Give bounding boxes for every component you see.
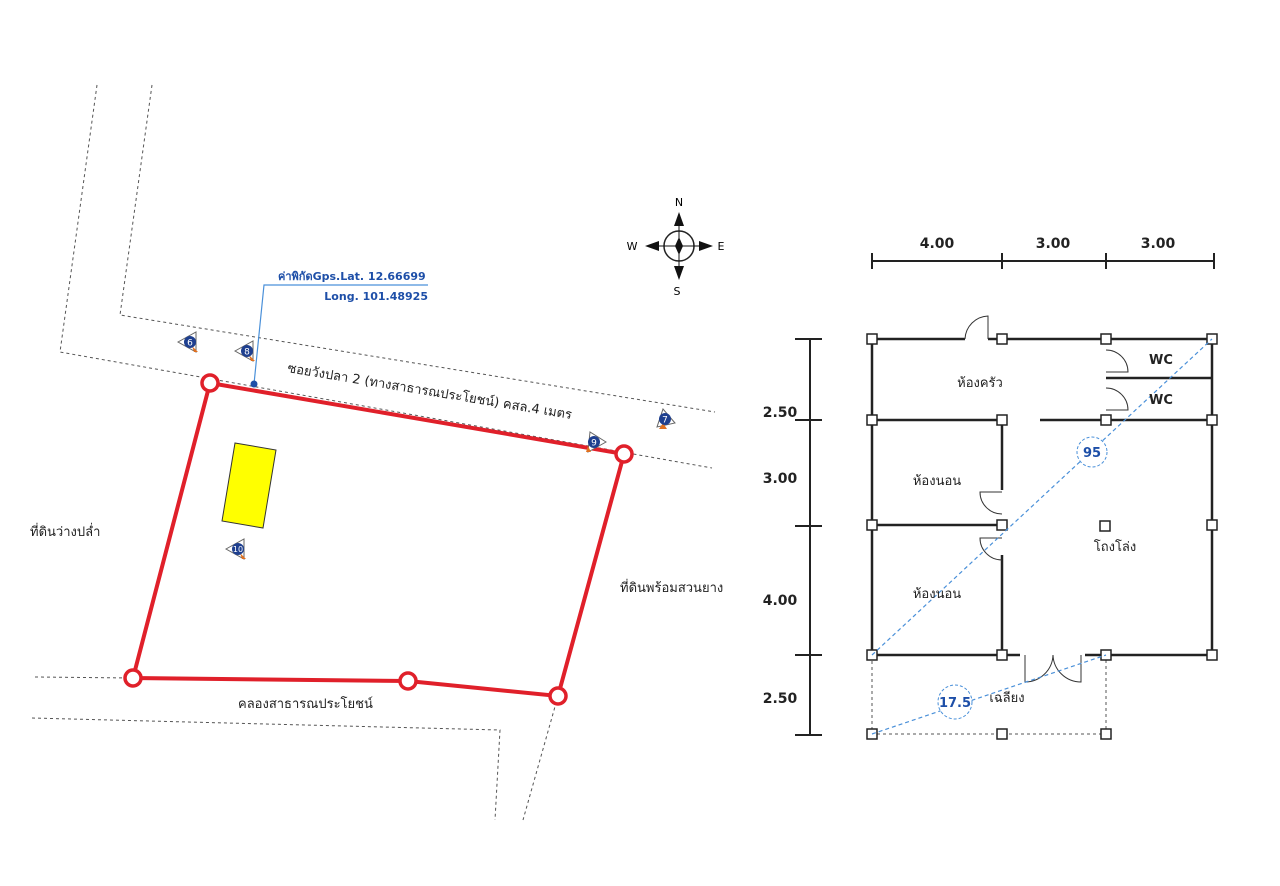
compass-e: E xyxy=(718,240,725,253)
dim-label: 3.00 xyxy=(1036,236,1071,252)
dim-label: 4.00 xyxy=(920,236,955,252)
gps-lat: ค่าพิกัดGps.Lat. 12.66699 xyxy=(278,270,426,283)
room-hall: โถงโล่ง xyxy=(1094,539,1137,555)
room-bedroom-1: ห้องนอน xyxy=(913,474,961,489)
marker-9: 9 xyxy=(586,431,607,453)
room-wc-1: WC xyxy=(1149,353,1173,368)
gps-callout: ค่าพิกัดGps.Lat. 12.66699 Long. 101.4892… xyxy=(250,270,428,388)
dim-label: 4.00 xyxy=(763,593,798,609)
room-kitchen: ห้องครัว xyxy=(957,376,1003,391)
marker-7: 7 xyxy=(656,408,676,429)
marker-label: 10 xyxy=(233,545,243,554)
floor-plan-walls xyxy=(870,337,1214,735)
dim-label: 3.00 xyxy=(1141,236,1176,252)
marker-label: 9 xyxy=(591,439,597,449)
compass-n: N xyxy=(675,196,683,209)
building-footprint xyxy=(221,442,277,529)
marker-8: 8 xyxy=(233,340,255,362)
dim-label: 3.00 xyxy=(763,471,798,487)
measure-17-5: 17.5 xyxy=(939,696,971,711)
marker-10: 10 xyxy=(224,538,246,560)
room-porch: เฉลียง xyxy=(989,690,1024,706)
land-boundary xyxy=(123,373,634,706)
left-dimensions: 2.50 3.00 4.00 2.50 xyxy=(763,338,822,736)
measure-lines: 95 17.5 xyxy=(871,338,1213,735)
dim-label: 2.50 xyxy=(763,691,798,707)
marker-label: 7 xyxy=(662,416,668,426)
top-dimensions: 4.00 3.00 3.00 xyxy=(871,236,1215,269)
marker-6: 6 xyxy=(176,331,198,353)
west-land-label: ที่ดินว่างปล่ำ xyxy=(30,523,100,540)
marker-label: 6 xyxy=(187,339,193,349)
road-label: ซอยวังปลา 2 (ทางสาธารณประโยชน์) คสล.4 เม… xyxy=(286,360,573,423)
canal-label: คลองสาธารณประโยชน์ xyxy=(238,696,373,712)
dim-label: 2.50 xyxy=(763,405,798,421)
room-labels: ห้องครัว WC WC ห้องนอน ห้องนอน โถงโล่ง เ… xyxy=(913,353,1173,706)
photo-markers: 6 8 9 7 10 xyxy=(176,331,676,560)
gps-long: Long. 101.48925 xyxy=(324,290,428,303)
parcel-lines xyxy=(31,84,716,821)
doors xyxy=(964,315,1129,683)
compass-w: W xyxy=(627,240,638,253)
room-wc-2: WC xyxy=(1149,393,1173,408)
east-land-label: ที่ดินพร้อมสวนยาง xyxy=(620,579,723,596)
compass-s: S xyxy=(674,285,681,298)
room-bedroom-2: ห้องนอน xyxy=(913,587,961,602)
measure-95: 95 xyxy=(1083,446,1101,461)
compass-icon: N S W E xyxy=(627,196,725,298)
marker-label: 8 xyxy=(244,348,250,358)
